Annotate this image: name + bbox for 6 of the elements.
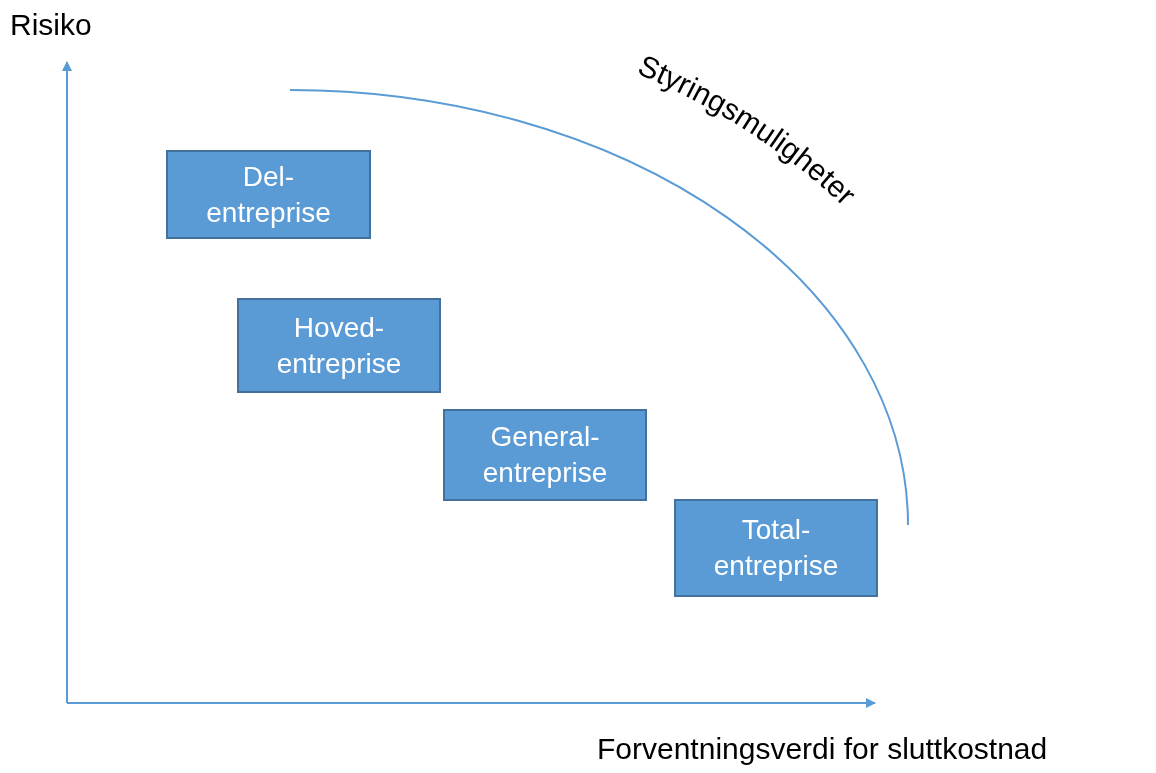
category-box: General- entreprise xyxy=(443,409,647,501)
axis-title: Risiko xyxy=(10,8,92,42)
axis-title: Forventningsverdi for sluttkostnad xyxy=(597,732,1048,766)
category-box: Total- entreprise xyxy=(674,499,878,597)
category-box: Hoved- entreprise xyxy=(237,298,441,393)
category-box: Del- entreprise xyxy=(166,150,371,239)
